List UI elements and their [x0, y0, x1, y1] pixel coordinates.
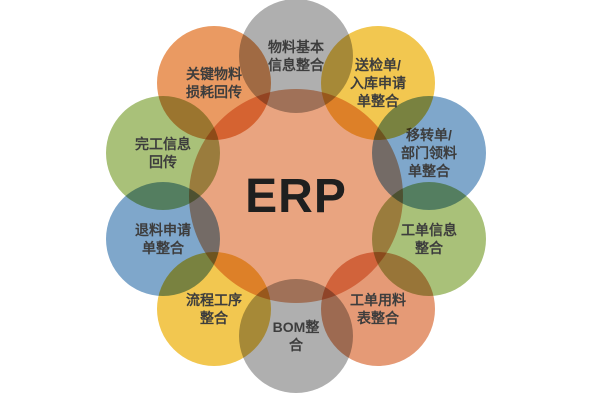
- erp-label: ERP: [245, 169, 347, 223]
- node-label: 工单用料 表整合: [350, 291, 406, 326]
- node-label: 工单信息 整合: [401, 221, 457, 256]
- node-inspection-warehouse-request: 送检单/ 入库申请 单整合: [321, 26, 435, 140]
- node-label: 送检单/ 入库申请 单整合: [350, 56, 406, 110]
- node-key-material-loss-feedback: 关键物料 损耗回传: [157, 26, 271, 140]
- node-label: 移转单/ 部门领料 单整合: [401, 126, 457, 180]
- node-completion-info-feedback: 完工信息 回传: [106, 96, 220, 210]
- node-label: BOM整 合: [272, 318, 320, 353]
- node-label: 流程工序 整合: [186, 291, 242, 326]
- node-label: 关键物料 损耗回传: [186, 65, 242, 100]
- node-label: 完工信息 回传: [135, 135, 191, 170]
- node-label: 物料基本 信息整合: [268, 38, 324, 73]
- node-label: 退料申请 单整合: [135, 221, 191, 256]
- node-transfer-department-picking: 移转单/ 部门领料 单整合: [372, 96, 486, 210]
